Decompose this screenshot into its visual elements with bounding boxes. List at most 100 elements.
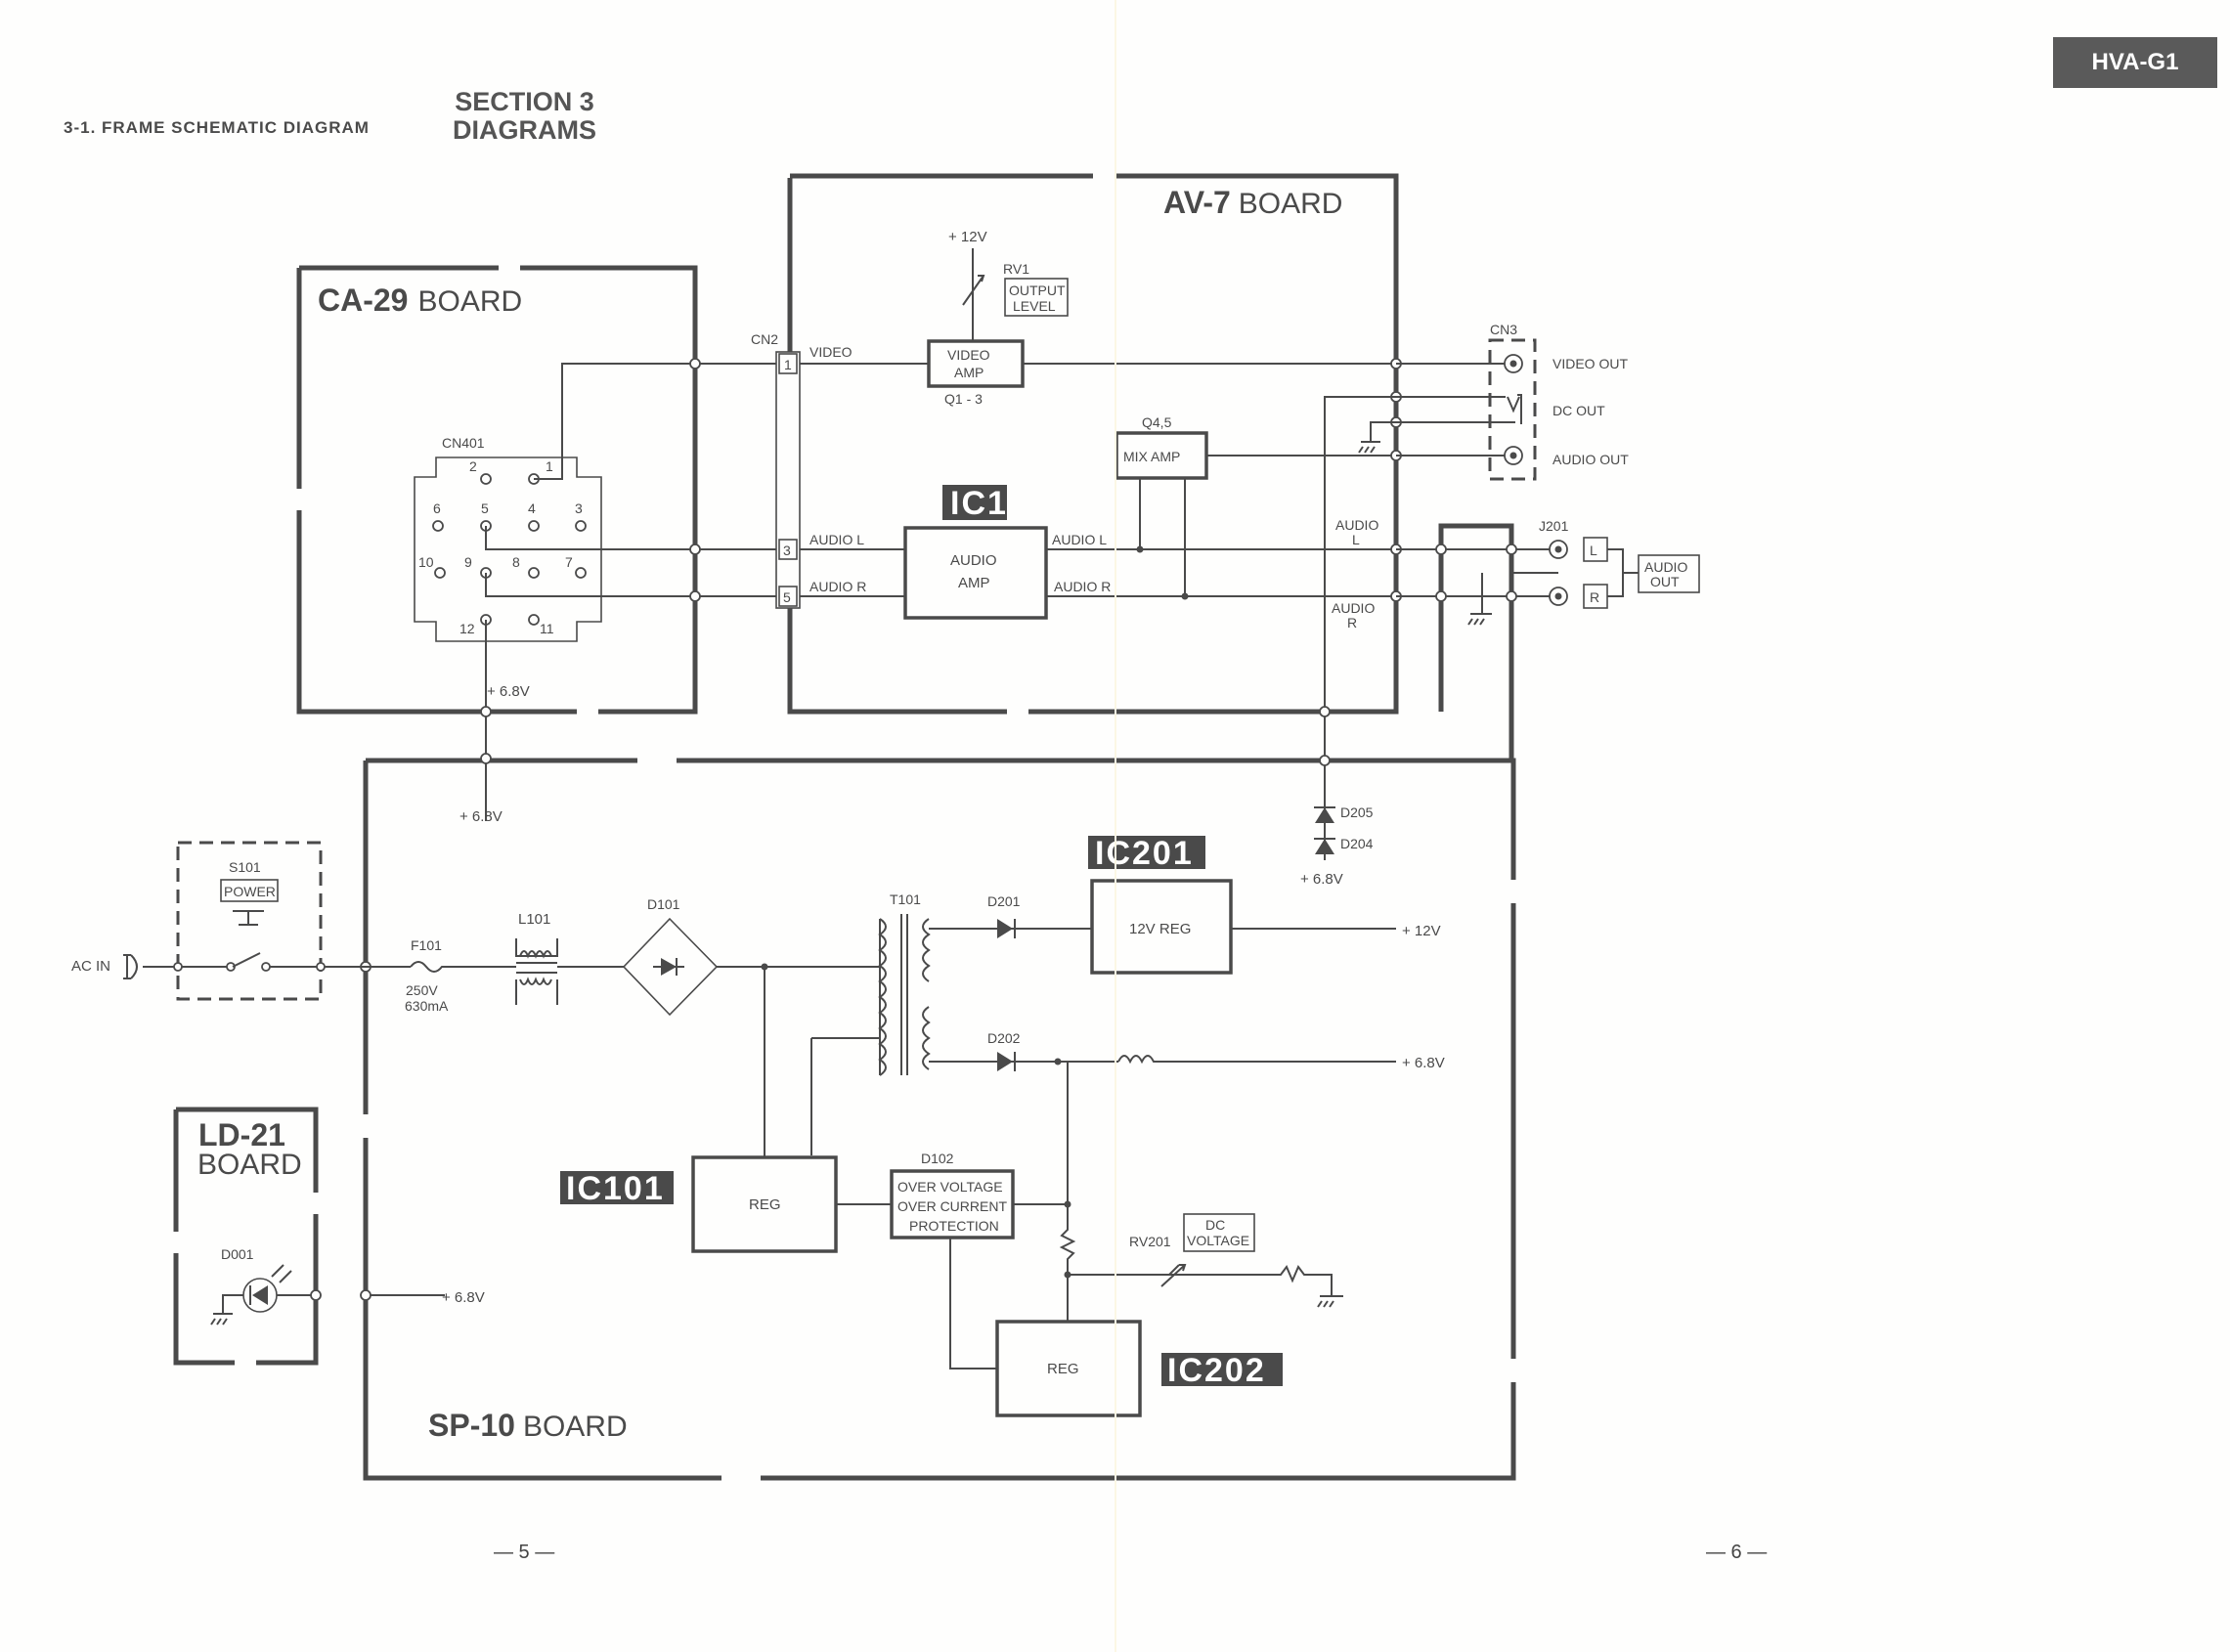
dc-voltage-box — [1183, 1213, 1255, 1252]
diagram-heading: 3-1. FRAME SCHEMATIC DIAGRAM — [64, 118, 370, 137]
jack-l-box — [1583, 537, 1608, 562]
pin3-label: 3 — [575, 500, 583, 516]
cn2-pin3-label: 3 — [783, 543, 791, 558]
protection-line2: OVER CURRENT — [897, 1198, 1007, 1214]
cn401-pin2 — [480, 473, 492, 485]
mix-amp-ref: Q4,5 — [1142, 414, 1172, 430]
dc-voltage-line1: DC — [1205, 1217, 1225, 1233]
d205-label: D205 — [1340, 804, 1374, 820]
protection-line1: OVER VOLTAGE — [897, 1179, 1003, 1195]
cn401-pin4 — [528, 520, 540, 532]
pin1-label: 1 — [546, 458, 553, 474]
video-amp-ref: Q1 - 3 — [944, 391, 983, 407]
ic201-tag-text: IC201 — [1095, 835, 1194, 872]
d001-label: D001 — [221, 1246, 254, 1262]
protection-block — [890, 1169, 1015, 1239]
ic202-tag-text: IC202 — [1167, 1352, 1266, 1389]
cn401-pin3 — [575, 520, 587, 532]
d204-label: D204 — [1340, 836, 1374, 851]
rv201-label: RV201 — [1129, 1234, 1171, 1249]
pin10-label: 10 — [418, 554, 434, 570]
cn401-pin10 — [434, 567, 446, 579]
cn401-pin8 — [528, 567, 540, 579]
model-badge: HVA-G1 — [2053, 37, 2217, 88]
cn2-pin1-box — [778, 353, 798, 374]
pin2-label: 2 — [469, 458, 477, 474]
edge-audio-r-line1: AUDIO — [1332, 600, 1375, 616]
audio-out-box-line1: AUDIO — [1644, 559, 1687, 575]
dc-out-label: DC OUT — [1552, 403, 1605, 418]
cn2-pin1-label: 1 — [784, 357, 792, 372]
v12-out-label: + 12V — [1402, 923, 1441, 939]
d205-diode — [1315, 807, 1334, 823]
protection-ref: D102 — [921, 1151, 954, 1166]
cn401-label: CN401 — [442, 435, 485, 451]
output-level-line1: OUTPUT — [1009, 283, 1066, 298]
v68-ld21-label: + 6.8V — [442, 1289, 485, 1306]
reg-12v-text: 12V REG — [1129, 921, 1191, 937]
d201-diode — [997, 919, 1013, 938]
ic101-tag-text: IC101 — [566, 1170, 665, 1207]
pin11-label: 11 — [540, 621, 554, 636]
rv1-label: RV1 — [1003, 261, 1029, 277]
jack-l-label: L — [1590, 543, 1597, 558]
t101-label: T101 — [890, 891, 921, 907]
cn401-pin7 — [575, 567, 587, 579]
pin8-label: 8 — [512, 554, 520, 570]
edge-audio-l-line1: AUDIO — [1335, 517, 1378, 533]
v68-ca29-label: + 6.8V — [487, 683, 530, 700]
s101-frame — [176, 841, 323, 1001]
ic101-tag — [560, 1171, 674, 1204]
pin6-label: 6 — [433, 500, 441, 516]
ic202-tag — [1161, 1353, 1283, 1386]
v68-out-label: + 6.8V — [1402, 1055, 1445, 1071]
pin5-label: 5 — [481, 500, 489, 516]
audio-amp-block — [903, 526, 1048, 620]
dc-voltage-line2: VOLTAGE — [1187, 1233, 1249, 1248]
section-number: SECTION 3 — [455, 87, 594, 116]
protection-line3: PROTECTION — [909, 1218, 999, 1234]
output-level-line2: LEVEL — [1013, 298, 1056, 314]
av7-board-outline — [787, 173, 1399, 715]
cn401-pins — [432, 473, 587, 626]
cn2-pin5-label: 5 — [783, 589, 791, 605]
s101-label: S101 — [229, 859, 261, 875]
ac-in-label: AC IN — [71, 958, 110, 975]
pin4-label: 4 — [528, 500, 536, 516]
section-name: DIAGRAMS — [453, 115, 596, 145]
ld21-board-outline — [173, 1107, 319, 1366]
video-amp-line2: AMP — [954, 365, 984, 380]
v68-d205-label: + 6.8V — [1300, 871, 1343, 888]
sig-audio-l-out-label: AUDIO L — [1052, 532, 1107, 547]
reg-ic101-block — [691, 1155, 838, 1253]
ca29-board-outline — [296, 265, 698, 715]
audio-amp-line2: AMP — [958, 575, 990, 591]
cn3-frame — [1488, 338, 1537, 481]
cn2-label: CN2 — [751, 331, 778, 347]
cn3-label: CN3 — [1490, 322, 1517, 337]
cn2-pin3-box — [778, 539, 798, 560]
sp10-board-outline — [363, 758, 1516, 1481]
v68-sp10-label: + 6.8V — [459, 808, 503, 825]
power-label: POWER — [224, 884, 276, 899]
sig-video-label: VIDEO — [809, 344, 853, 360]
d201-label: D201 — [987, 893, 1021, 909]
mix-amp-block — [1115, 431, 1208, 480]
j201-label: J201 — [1539, 518, 1569, 534]
page-number-right: — 6 — — [1706, 1542, 1768, 1563]
pin9-label: 9 — [464, 554, 472, 570]
f101-rating-line1: 250V — [406, 982, 438, 998]
audio-out-box-line2: OUT — [1650, 574, 1680, 589]
ic1-tag — [942, 485, 1007, 520]
edge-audio-r-line2: R — [1347, 615, 1357, 630]
cn2-connector — [775, 351, 801, 609]
audio-out-box — [1638, 554, 1700, 593]
edge-audio-l-line2: L — [1352, 532, 1360, 547]
video-out-label: VIDEO OUT — [1552, 356, 1628, 371]
d204-diode — [1315, 839, 1334, 854]
pin12-label: 12 — [459, 621, 475, 636]
section-title: SECTION 3 DIAGRAMS — [453, 88, 596, 145]
power-box — [220, 879, 279, 902]
